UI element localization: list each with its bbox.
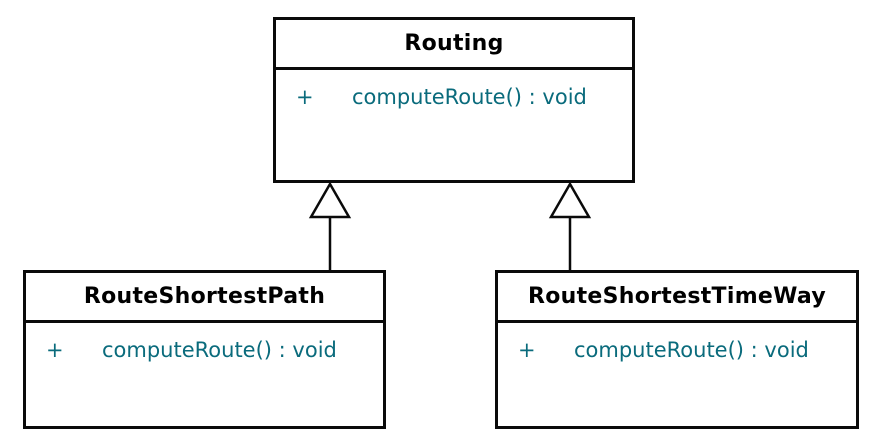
method-signature: computeRoute() : void [102, 338, 337, 362]
generalization-arrow-right [548, 181, 592, 271]
method-signature: computeRoute() : void [574, 338, 809, 362]
method-signature: computeRoute() : void [352, 85, 587, 109]
class-methods-compartment: + computeRoute() : void [498, 323, 856, 362]
class-title: RouteShortestPath [26, 273, 383, 323]
class-method: + computeRoute() : void [296, 85, 626, 109]
generalization-arrow-left [308, 181, 352, 271]
class-methods-compartment: + computeRoute() : void [276, 70, 632, 109]
class-box-route-shortest-time-way: RouteShortestTimeWay + computeRoute() : … [495, 270, 859, 429]
class-method: + computeRoute() : void [46, 338, 377, 362]
class-methods-compartment: + computeRoute() : void [26, 323, 383, 362]
class-box-routing: Routing + computeRoute() : void [273, 17, 635, 183]
class-method: + computeRoute() : void [518, 338, 850, 362]
method-visibility: + [46, 338, 64, 362]
method-visibility: + [518, 338, 536, 362]
class-box-route-shortest-path: RouteShortestPath + computeRoute() : voi… [23, 270, 386, 429]
class-title: RouteShortestTimeWay [498, 273, 856, 323]
class-title: Routing [276, 20, 632, 70]
method-visibility: + [296, 85, 314, 109]
